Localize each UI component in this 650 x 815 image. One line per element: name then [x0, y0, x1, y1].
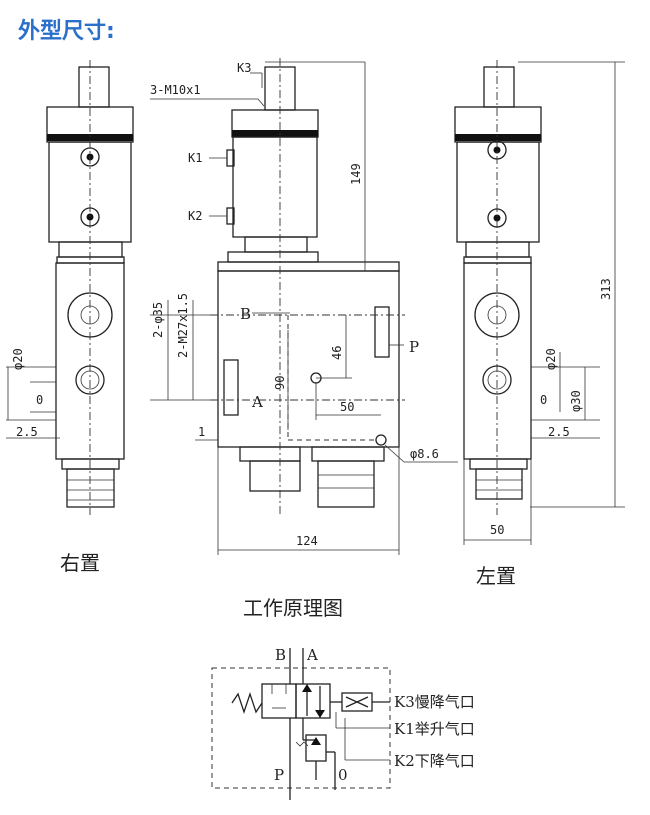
label-k1-lift: K1举升气口 [394, 720, 475, 738]
port-b: B [240, 305, 251, 323]
schem-port-o: 0 [338, 766, 348, 784]
dim-phi20-right: φ20 [11, 348, 25, 370]
dim-phi8-6: φ8.6 [410, 447, 439, 461]
schem-port-p: P [274, 766, 284, 784]
front-view: 3-M10x1 K3 K1 K2 149 2-φ35 2-M27x1.5 1 B… [150, 58, 458, 555]
dim-90: 90 [273, 376, 287, 390]
dim-2-5-right: 2.5 [16, 425, 38, 439]
caption-right-mount: 右置 [60, 551, 100, 575]
dim-149: 149 [349, 163, 363, 185]
right-mount-view: φ20 0 2.5 右置 [6, 60, 134, 575]
label-k3-top: K3 [237, 61, 251, 75]
dim-1: 1 [198, 425, 205, 439]
dim-zero-left: 0 [540, 393, 547, 407]
dim-phi20-left: φ20 [544, 348, 558, 370]
caption-left-mount: 左置 [476, 564, 516, 588]
left-mount-view: φ20 φ30 0 2.5 313 50 左置 [454, 60, 625, 588]
label-k3-slow-descent: K3慢降气口 [394, 693, 475, 711]
dim-46: 46 [330, 346, 344, 360]
schem-port-b: B [275, 646, 286, 664]
dim-2-5-left: 2.5 [548, 425, 570, 439]
caption-principle: 工作原理图 [243, 596, 343, 620]
dim-124: 124 [296, 534, 318, 548]
dim-313: 313 [599, 278, 613, 300]
dim-phi35: 2-φ35 [151, 302, 165, 338]
dim-50-left: 50 [490, 523, 504, 537]
page-title: 外型尺寸: [18, 18, 115, 44]
label-k2: K2 [188, 209, 202, 223]
label-k2-descent: K2下降气口 [394, 752, 475, 770]
working-principle-schematic: 工作原理图 B A P [211, 596, 475, 800]
dim-m27: 2-M27x1.5 [176, 293, 190, 358]
port-p: P [409, 338, 419, 356]
dim-phi30-left: φ30 [569, 390, 583, 412]
schem-port-a: A [306, 646, 318, 664]
port-a: A [251, 393, 263, 411]
dim-zero-right: 0 [36, 393, 43, 407]
dim-thread-k3: 3-M10x1 [150, 83, 201, 97]
label-k1: K1 [188, 151, 202, 165]
dim-50-front: 50 [340, 400, 354, 414]
